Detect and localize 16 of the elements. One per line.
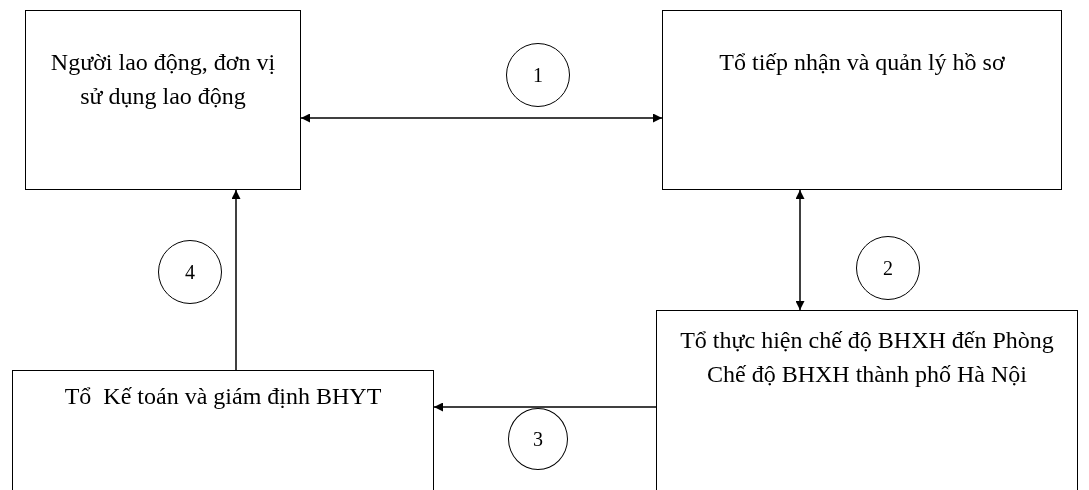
- process-box: [12, 370, 434, 490]
- box-label: Tổ Kế toán và giám định BHYT: [64, 382, 382, 411]
- double-arrow: [300, 113, 663, 123]
- box-label: Người lao động, đơn vị sử dụng lao động: [49, 48, 277, 111]
- box-label: Tổ thực hiện chế độ BHXH đến Phòng Chế độ BHXH thành phố Hà Nội: [679, 326, 1055, 389]
- step-number-circle: 1: [506, 43, 570, 107]
- step-number-circle: 3: [508, 408, 568, 470]
- arrow: [433, 402, 657, 412]
- step-number-circle: 4: [158, 240, 222, 304]
- step-number-circle: 2: [856, 236, 920, 300]
- process-box: [25, 10, 301, 190]
- arrow: [231, 189, 241, 371]
- box-label: Tổ tiếp nhận và quản lý hồ sơ: [719, 48, 1005, 77]
- process-box: [656, 310, 1078, 490]
- process-box: [662, 10, 1062, 190]
- double-arrow: [795, 189, 805, 311]
